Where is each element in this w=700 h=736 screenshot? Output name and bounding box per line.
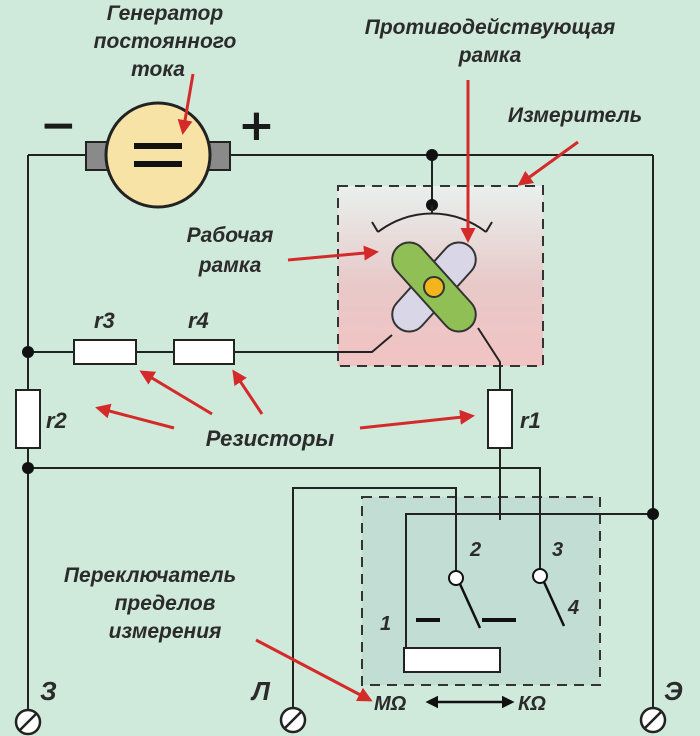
wire-frame-r1	[477, 327, 501, 390]
label-r2: r2	[46, 408, 68, 433]
arrow-r2	[95, 403, 175, 430]
switch-blade-right	[542, 581, 566, 627]
terminal-z-slash	[19, 713, 37, 731]
junction-dot	[22, 346, 34, 358]
terminal-l-slash	[284, 711, 302, 729]
wire-terminal-l	[292, 487, 457, 712]
arrow-switch	[255, 638, 373, 702]
label-switch-1: Переключатель	[64, 564, 236, 587]
meter-scale-end	[485, 221, 493, 233]
label-working-frame-1: Рабочая	[187, 224, 274, 247]
label-terminal-l: Л	[250, 676, 271, 706]
junction-dot	[647, 508, 659, 520]
terminal-e-slash	[644, 711, 662, 729]
pivot	[423, 276, 445, 298]
resistor-r4	[173, 339, 235, 365]
label-switch-2: пределов	[115, 592, 216, 615]
meter-scale-end	[371, 221, 379, 233]
junction-dot	[22, 462, 34, 474]
contact-3	[532, 568, 548, 584]
label-working-frame-2: рамка	[198, 254, 262, 277]
label-pos-3: 3	[552, 539, 563, 561]
label-generator-3: тока	[131, 58, 185, 81]
arrow-generator	[177, 73, 195, 135]
resistor-r3	[73, 339, 137, 365]
label-terminal-z: З	[40, 676, 57, 706]
label-meter: Измеритель	[508, 104, 642, 127]
wire-r4-frame	[234, 334, 393, 353]
resistor-r1	[487, 389, 513, 449]
arrow-meter	[517, 140, 579, 186]
label-generator-1: Генератор	[107, 2, 224, 25]
label-generator-2: постоянного	[94, 30, 237, 53]
contact-2	[448, 570, 464, 586]
wire-terminal-e	[405, 513, 653, 650]
resistor-r2	[15, 389, 41, 449]
label-counter-frame-2: рамка	[458, 44, 522, 67]
arrow-r4	[232, 369, 264, 415]
label-plus: +	[238, 100, 275, 151]
junction-dot	[426, 149, 438, 161]
label-terminal-e: Э	[664, 676, 683, 706]
label-resistors: Резисторы	[206, 426, 335, 451]
generator-body	[104, 101, 212, 209]
label-pos-1: 1	[380, 613, 391, 635]
label-kohm: КΩ	[518, 693, 546, 715]
label-minus: −	[40, 100, 77, 151]
wire-r2-junction	[28, 467, 541, 570]
label-counter-frame-1: Противодействующая	[365, 16, 616, 39]
arrow-working-frame	[287, 245, 379, 262]
arrow-r1	[359, 409, 475, 430]
switch-blade-left	[458, 583, 482, 629]
label-mohm: МΩ	[374, 693, 407, 715]
switch-bar	[403, 647, 501, 673]
label-pos-2: 2	[469, 539, 481, 561]
arrow-r3	[139, 370, 213, 416]
label-r3: r3	[94, 308, 115, 333]
label-r1: r1	[520, 408, 541, 433]
label-r4: r4	[188, 308, 209, 333]
label-pos-4: 4	[567, 597, 579, 619]
label-switch-3: измерения	[109, 620, 222, 643]
